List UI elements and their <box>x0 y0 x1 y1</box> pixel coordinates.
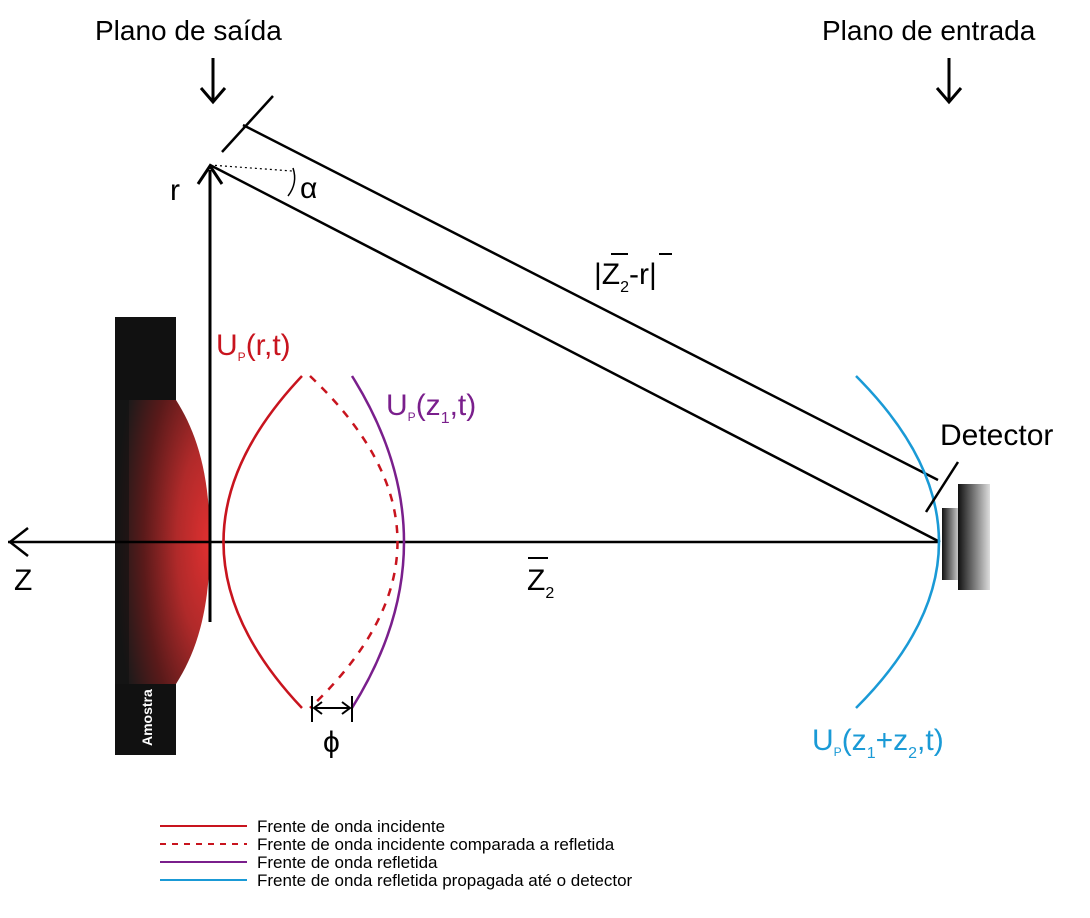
exit-plane-arrow-icon <box>199 58 227 105</box>
incident-wavefront <box>222 375 303 709</box>
entry-plane-label: Plano de entrada <box>822 15 1036 46</box>
alpha-arc <box>287 167 296 197</box>
detector <box>942 484 990 590</box>
legend-label: Frente de onda refletida propagada até o… <box>257 871 633 890</box>
sample: Amostra <box>115 317 210 755</box>
incident-compared-wavefront <box>309 375 399 709</box>
alpha-label: α <box>300 172 317 205</box>
phi-label: ϕ <box>323 726 340 759</box>
legend-item: Frente de onda refletida <box>160 853 438 872</box>
exit-plane-line <box>221 95 274 153</box>
entry-plane-line <box>924 461 960 513</box>
distance-label: |Z2-r| <box>594 258 657 296</box>
z-axis-label: Z <box>14 564 32 597</box>
z2-label: Z2 <box>527 564 554 602</box>
u-z1z2t-label: UP(z1+z2,t) <box>812 724 944 762</box>
legend-item: Frente de onda incidente comparada a ref… <box>160 835 615 854</box>
r-axis-label: r <box>170 174 180 207</box>
u-rt-label: UP(r,t) <box>216 329 291 364</box>
propagated-wavefront <box>855 375 941 709</box>
entry-plane-arrow-icon <box>935 58 963 105</box>
legend-label: Frente de onda refletida <box>257 853 438 872</box>
legend-item: Frente de onda incidente <box>160 817 445 836</box>
ray-lower <box>209 163 941 544</box>
reflected-wavefront <box>350 375 406 709</box>
exit-plane-label: Plano de saída <box>95 15 282 46</box>
phase-indicator <box>311 696 353 722</box>
sample-label: Amostra <box>139 689 155 746</box>
ray-upper <box>242 123 939 482</box>
legend-item: Frente de onda refletida propagada até o… <box>160 871 633 890</box>
legend-label: Frente de onda incidente <box>257 817 445 836</box>
alpha-reference-line <box>209 164 293 172</box>
detector-label: Detector <box>940 419 1053 452</box>
z-axis-arrow-icon <box>7 527 29 557</box>
u-z1t-label: UP(z1,t) <box>386 389 476 427</box>
legend-label: Frente de onda incidente comparada a ref… <box>257 835 615 854</box>
